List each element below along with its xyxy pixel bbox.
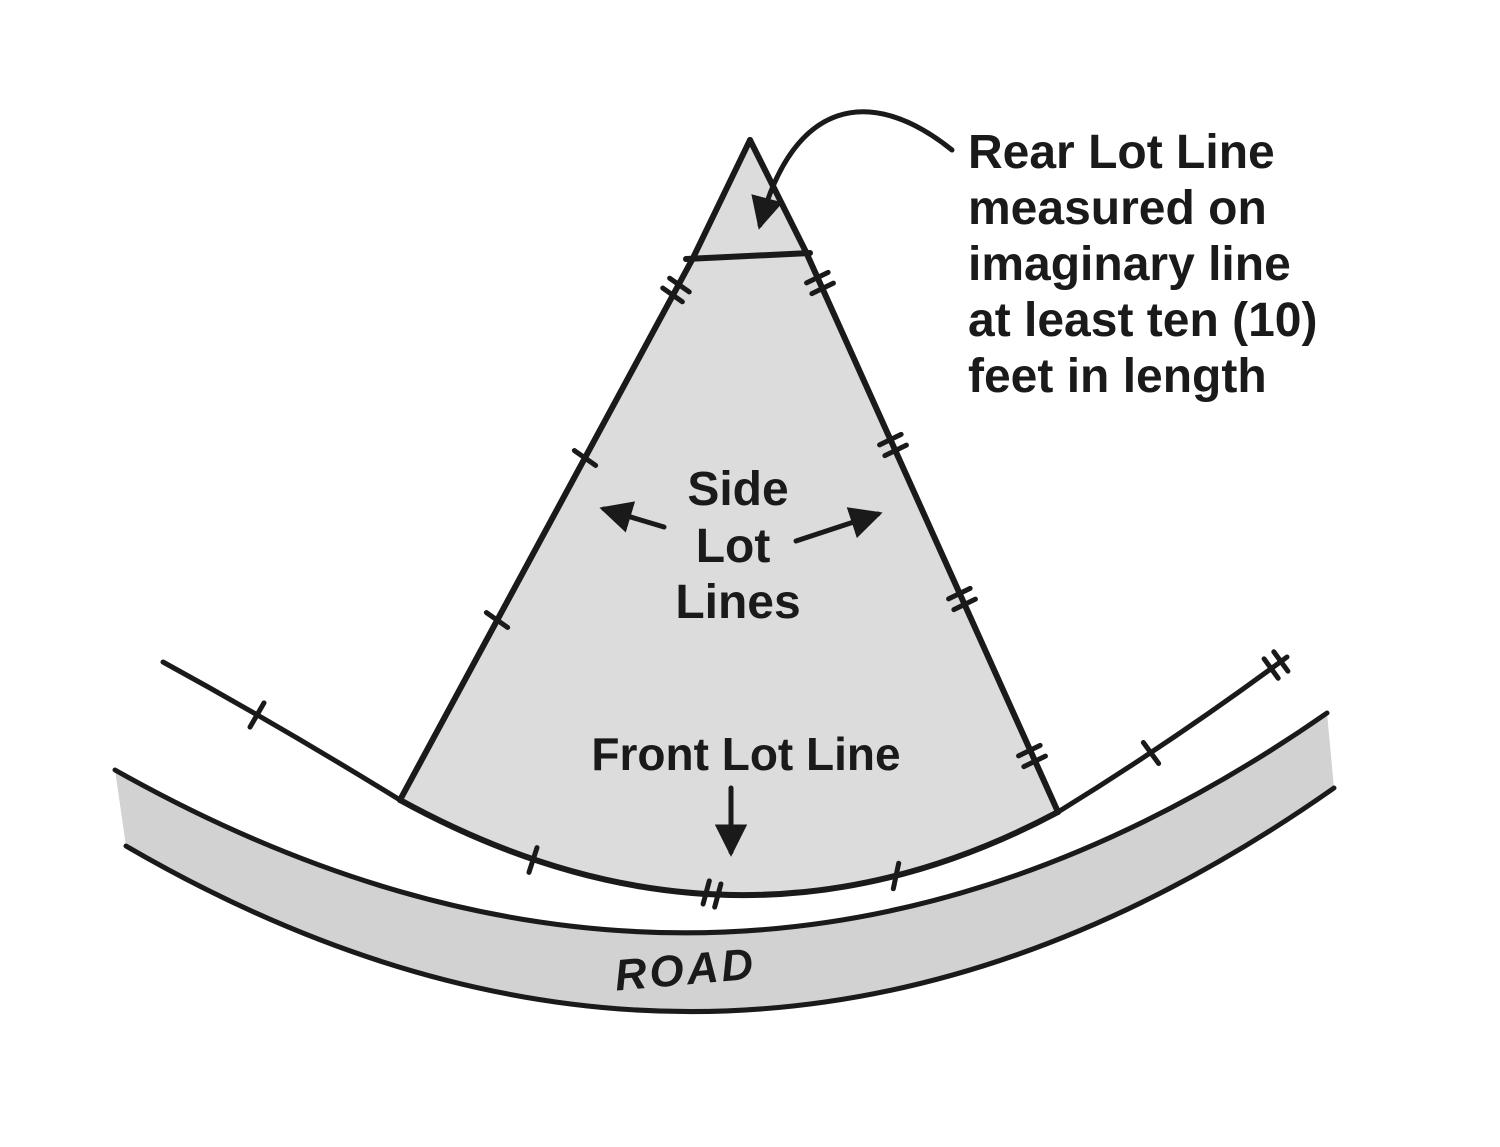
- front-lot-line-label: Front Lot Line: [591, 728, 900, 780]
- road-lower-edge: [123, 785, 1337, 1015]
- tick-marks: [247, 269, 1291, 910]
- rear-lot-line-note: Rear Lot Line measured on imaginary line…: [968, 126, 1317, 403]
- tick-mark: [890, 860, 902, 892]
- rear-lot-line: [683, 250, 813, 262]
- rear-note-line-5: feet in length: [968, 350, 1267, 403]
- rear-lot-line-arrow: [751, 109, 955, 230]
- tick-mark: [571, 448, 599, 468]
- side-label-line-1: Side: [687, 463, 788, 516]
- front-lot-line-curve: [397, 797, 1061, 899]
- tick-mark: [526, 845, 540, 875]
- tick-mark: [1016, 742, 1048, 770]
- road-upper-edge: [112, 710, 1330, 936]
- tick-mark: [660, 275, 692, 305]
- side-lot-lines-label: Side Lot Lines: [675, 463, 800, 629]
- front-line-left-extension: [160, 659, 403, 803]
- tick-mark: [1261, 649, 1291, 681]
- tick-mark: [804, 269, 836, 297]
- lot-parcel: [400, 140, 1058, 896]
- tick-mark: [946, 585, 978, 613]
- side-label-line-2: Lot: [696, 520, 771, 573]
- side-lot-right-arrow: [793, 507, 883, 544]
- rear-note-line-1: Rear Lot Line: [968, 126, 1275, 179]
- side-lot-left-arrow: [599, 501, 667, 533]
- rear-note-line-3: imaginary line: [968, 238, 1291, 291]
- road-surface: [115, 713, 1334, 1012]
- tick-mark: [877, 431, 909, 459]
- road: [112, 710, 1337, 1015]
- rear-note-line-4: at least ten (10): [968, 294, 1317, 347]
- tick-mark: [700, 878, 724, 910]
- front-line-right-extension: [1055, 654, 1290, 815]
- side-label-line-3: Lines: [675, 576, 800, 629]
- rear-note-line-2: measured on: [968, 182, 1267, 235]
- tick-mark: [1140, 739, 1162, 767]
- tick-mark: [247, 700, 267, 730]
- tick-mark: [483, 610, 511, 630]
